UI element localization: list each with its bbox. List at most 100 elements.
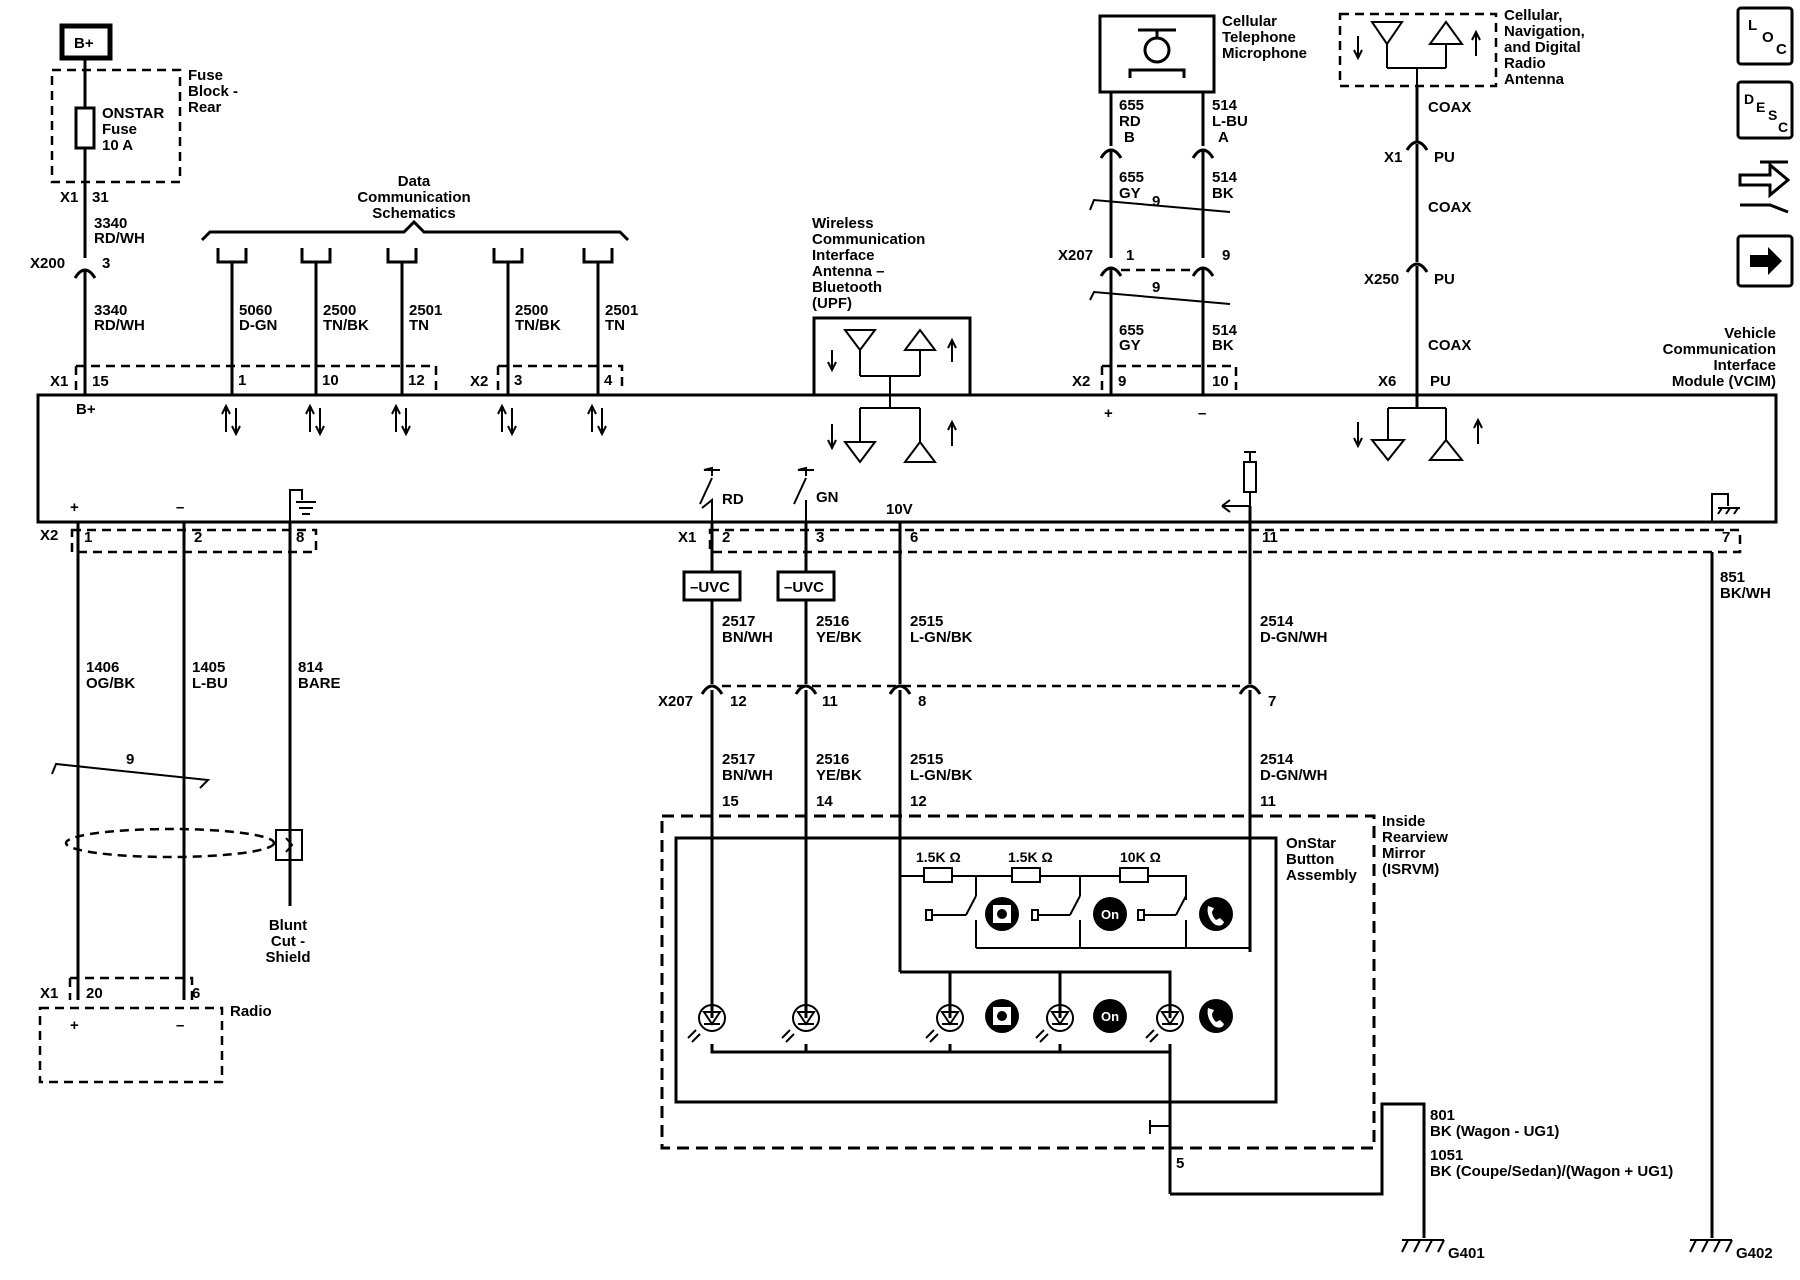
wire-2517-top-id: 2517 [722,613,755,630]
bluetooth-antenna-label: Wireless Communication Interface Antenna… [812,215,925,312]
cell-x1-connector [1405,140,1429,151]
onstar-button-icon[interactable]: On [1093,897,1127,931]
wire-2515-pin: 12 [910,793,927,810]
microphone-x207-connector: X207 1 9 [1058,247,1230,277]
isrvm-outline [660,814,1376,1150]
resistor-2-value: 1.5K Ω [1008,849,1053,865]
svg-text:Vehicle: Vehicle [1724,325,1776,342]
next-arrow-icon[interactable] [1736,234,1794,288]
wire-814-color: BARE [298,675,341,692]
svg-text:Radio: Radio [230,1003,272,1020]
svg-text:Bluetooth: Bluetooth [812,279,882,296]
svg-text:Cellular: Cellular [1222,13,1277,30]
data-comm-wire-2: 2500 TN/BK 10 [300,248,369,395]
svg-text:11: 11 [1262,529,1278,546]
microphone-left-wire: 655 RD B 655 GY [1099,92,1144,258]
switch-onstar-button [1031,876,1081,948]
wire-2514-bot-color: D-GN/WH [1260,767,1328,784]
led-1 [687,1004,726,1043]
wire-1405-color: L-BU [192,675,228,692]
x200-label: X200 [30,255,65,272]
data-comm-wire-3: 2501 TN 12 [386,248,442,395]
blue-button-icon[interactable] [985,897,1019,931]
wire-851-id: 851 [1720,569,1745,586]
svg-text:Navigation,: Navigation, [1504,23,1585,40]
svg-text:TN: TN [409,317,429,334]
svg-text:X1: X1 [40,985,58,1002]
svg-text:Blunt: Blunt [269,917,307,934]
svg-text:1: 1 [84,529,92,546]
svg-text:9: 9 [1118,373,1126,390]
svg-text:Antenna –: Antenna – [812,263,885,280]
microphone-right-wire: 514 L-BU A 514 BK [1191,92,1248,258]
wire-2517-top-color: BN/WH [722,629,773,646]
wire-2517-bot-id: 2517 [722,751,755,768]
svg-text:3: 3 [514,372,522,389]
svg-text:+: + [70,1017,79,1034]
fuse-block-rear: Fuse Block - Rear ONSTAR Fuse 10 A [50,58,238,200]
led-4 [1035,1004,1074,1043]
wire-2515-top-id: 2515 [910,613,943,630]
wire-814-id: 814 [298,659,324,676]
svg-text:Radio: Radio [1504,55,1546,72]
data-comm-wire-4: 2500 TN/BK 3 [492,248,561,395]
svg-text:D: D [1744,91,1754,107]
svg-text:10: 10 [1212,373,1229,390]
switch-common-bus [976,930,1250,949]
svg-text:514: 514 [1212,169,1238,186]
vcim-cell-antenna-icon [1353,407,1483,462]
data-comm-bracket: Data Communication Schematics [200,173,630,242]
svg-text:12: 12 [730,693,747,710]
svg-text:8: 8 [918,693,926,710]
microphone-twist-2 [1089,290,1231,305]
hand-connector-icon[interactable] [1738,160,1791,214]
vcim-bt-antenna-icon [827,395,957,464]
microphone-twist-2-label: 9 [1152,279,1160,296]
svg-text:6: 6 [910,529,918,546]
svg-text:514: 514 [1212,97,1238,114]
phone-button-led-icon [1199,999,1233,1033]
svg-text:OnStar: OnStar [1286,835,1336,852]
wire-2517-pin: 15 [722,793,739,810]
phone-button-icon[interactable] [1199,897,1233,931]
wire-2516-top-color: YE/BK [816,629,862,646]
battery-plus-source: B+ [59,23,113,61]
svg-text:655: 655 [1119,97,1144,114]
resistor-3 [1119,867,1149,883]
svg-text:RD: RD [722,491,744,508]
svg-text:S: S [1768,107,1777,123]
led-supply-bus [900,970,1172,1018]
coax-3-label: COAX [1428,337,1471,354]
switch-phone-button [1137,895,1187,948]
svg-text:12: 12 [408,372,425,389]
coax-2-label: COAX [1428,199,1471,216]
description-nav-button[interactable]: D E S C [1736,80,1794,140]
location-nav-button[interactable]: L O C [1736,6,1794,66]
microphone-x2-connector: X2 9 10 [1072,364,1238,390]
radio-twist-label: 9 [126,751,134,768]
svg-text:5: 5 [1176,1155,1184,1172]
svg-text:(UPF): (UPF) [812,295,852,312]
svg-text:–UVC: –UVC [784,579,824,596]
svg-text:Wireless: Wireless [812,215,874,232]
svg-text:X207: X207 [1058,247,1093,264]
wire-3340-top-id: 3340 [94,215,127,232]
mirror-ground-path: 5 [1149,1052,1426,1238]
led-2 [781,1004,820,1043]
vcim-top-connector-x2: X2 [470,364,624,390]
vcim-bottom-connector-x1: X1 2 3 6 11 7 [678,528,1742,554]
vcim-minus: – [176,499,184,516]
microphone-component: Cellular Telephone Microphone [1098,13,1307,94]
svg-text:Inside: Inside [1382,813,1425,830]
svg-text:L: L [1748,17,1757,34]
svg-text:2501: 2501 [409,302,442,319]
x200-pin: 3 [102,255,110,272]
vcim-label: Vehicle Communication Interface Module (… [1663,325,1776,390]
isrvm-label: Inside Rearview Mirror (ISRVM) [1382,813,1448,878]
resistor-2 [1011,867,1041,883]
svg-text:B+: B+ [74,35,94,52]
wire-2516-bot-color: YE/BK [816,767,862,784]
cell-x1-label: X1 [1384,149,1402,166]
svg-text:801: 801 [1430,1107,1455,1124]
microphone-twist-1-label: 9 [1152,193,1160,210]
